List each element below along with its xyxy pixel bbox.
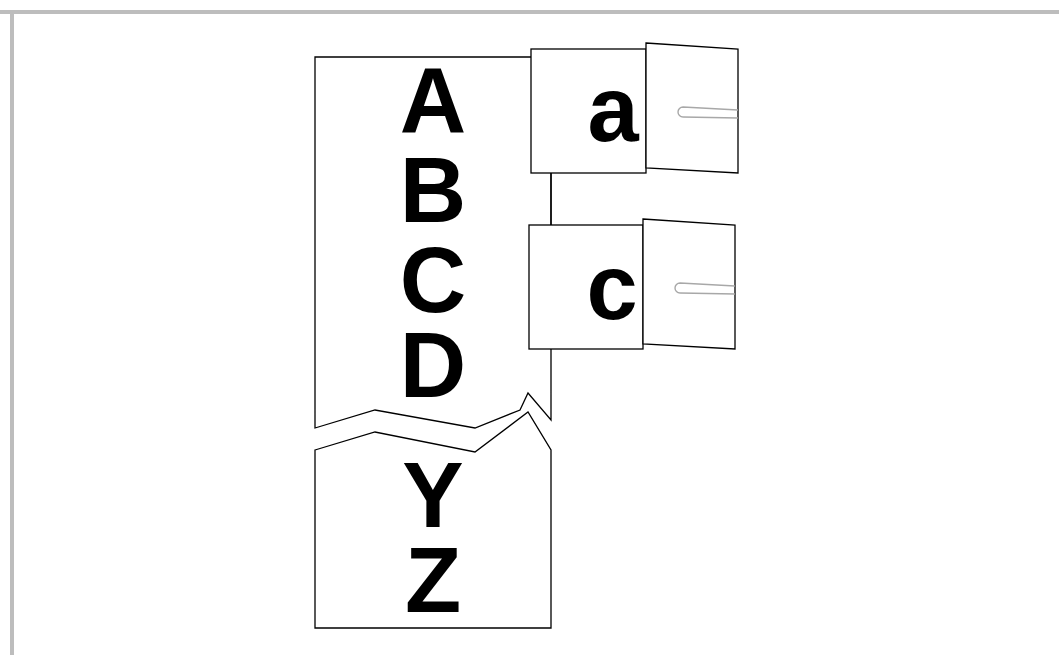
- frame-left: [10, 10, 14, 655]
- capital-letter: Y: [402, 449, 463, 541]
- paper-clip: [678, 107, 738, 118]
- strip-piece-outline: [315, 412, 551, 628]
- card-rect: [529, 225, 643, 349]
- capital-letter: B: [400, 144, 466, 236]
- card-flap: [646, 43, 738, 173]
- lowercase-letter: a: [587, 63, 638, 155]
- capital-letter: A: [400, 54, 466, 146]
- letter-card: a: [531, 43, 738, 173]
- capital-letter: C: [400, 234, 466, 326]
- lowercase-letter: c: [586, 241, 637, 333]
- frame-top: [0, 10, 1059, 14]
- alphabet-strip: ABCD: [315, 57, 551, 428]
- paper-clip: [675, 283, 735, 294]
- capital-letter: D: [400, 319, 466, 411]
- card-flap: [643, 219, 735, 349]
- card-rect: [531, 49, 646, 173]
- letter-card: c: [529, 219, 735, 349]
- capital-letter: Z: [405, 534, 461, 626]
- alphabet-strip: YZ: [315, 412, 551, 628]
